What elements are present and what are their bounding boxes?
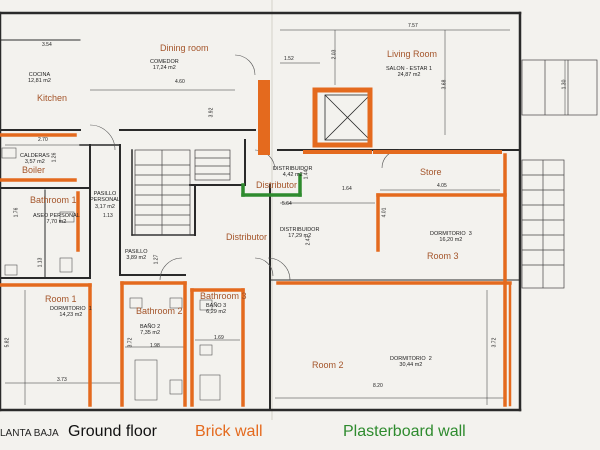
dimension: 1.27 bbox=[153, 254, 160, 265]
dimension: 1.52 bbox=[284, 56, 294, 62]
tag-salon: SALON - ESTAR 1 24,87 m2 bbox=[386, 66, 433, 79]
dimension: 2.70 bbox=[38, 137, 48, 143]
tag-pasillo: PASILLO 3,89 m2 bbox=[125, 249, 148, 262]
dimension: 2.03 bbox=[331, 49, 338, 60]
dimension: 8.20 bbox=[373, 383, 383, 389]
tag-bano-3: BAÑO 3 6,29 m2 bbox=[206, 303, 227, 316]
tag-dormitorio-3: DORMITORIO 3 16,20 m2 bbox=[430, 231, 472, 244]
dimension: 2.47 bbox=[305, 235, 312, 246]
dimension: 1.30 bbox=[561, 79, 568, 90]
tag-cocina: COCINA 12,81 m2 bbox=[28, 72, 51, 85]
legend-ground-floor: Ground floor bbox=[68, 423, 157, 440]
dimension: 1.13 bbox=[37, 257, 44, 268]
dimension: 1.69 bbox=[214, 335, 224, 341]
dimension: 5.64 bbox=[282, 201, 292, 207]
brick-wall-elevator bbox=[312, 87, 373, 148]
dimension: 4.05 bbox=[437, 183, 447, 189]
brick-walls bbox=[0, 80, 512, 407]
room-label-room1: Room 1 bbox=[45, 294, 77, 304]
room-label-living: Living Room bbox=[387, 49, 438, 59]
room-label-bathroom2: Bathroom 2 bbox=[136, 306, 183, 316]
plasterboard-walls bbox=[241, 173, 302, 197]
dimension: 1.44 bbox=[303, 169, 310, 180]
tag-aseo: ASEO PERSONAL 7,70 m2 bbox=[33, 213, 80, 226]
room-label-kitchen: Kitchen bbox=[37, 93, 68, 103]
tag-dormitorio-2: DORMITORIO 2 30,44 m2 bbox=[390, 356, 432, 369]
room-label-bathroom1: Bathroom 1 bbox=[30, 195, 77, 205]
tag-distribuidor-1: DISTRIBUIDOR 4,42 m2 bbox=[273, 166, 313, 179]
dimension: 3.92 bbox=[208, 107, 215, 118]
dimension: 4.60 bbox=[175, 79, 185, 85]
legend-brick-wall: Brick wall bbox=[195, 423, 263, 440]
room-label-distributor-top: Distributor bbox=[256, 180, 298, 190]
room-label-bathroom3: Bathroom 3 bbox=[200, 291, 247, 301]
dimension: 1.98 bbox=[150, 343, 160, 349]
room-label-dining: Dining room bbox=[160, 43, 209, 53]
legend-plasterboard-wall: Plasterboard wall bbox=[343, 423, 466, 440]
dimension: 3.73 bbox=[57, 377, 67, 383]
tag-calderas: CALDERAS 3,57 m2 bbox=[20, 153, 50, 166]
dimension: 3.54 bbox=[42, 42, 52, 48]
room-label-boiler: Boiler bbox=[22, 165, 46, 175]
room-label-store: Store bbox=[420, 167, 442, 177]
room-label-room3: Room 3 bbox=[427, 251, 459, 261]
tag-pasillo-personal: PASILLO PERSONAL 3,17 m2 bbox=[90, 191, 120, 210]
dimension: 3.72 bbox=[127, 337, 134, 348]
dimension: 7.57 bbox=[408, 23, 418, 29]
tag-comedor: COMEDOR 17,24 m2 bbox=[150, 59, 179, 72]
dimension: 1.26 bbox=[51, 152, 58, 163]
dimension: 5.82 bbox=[4, 337, 11, 348]
room-label-distributor-mid: Distributor bbox=[226, 232, 268, 242]
dimension-lines bbox=[5, 29, 566, 405]
tag-bano-2: BAÑO 2 7,35 m2 bbox=[140, 324, 161, 337]
dimension: 3.68 bbox=[441, 79, 448, 90]
dimension: 4.01 bbox=[381, 207, 388, 218]
dimension: 1.13 bbox=[103, 213, 113, 219]
tag-distribuidor-2: DISTRIBUIDOR 17,29 m2 bbox=[280, 227, 320, 240]
plan-level-label: LANTA BAJA bbox=[0, 428, 59, 439]
dimension: 1.76 bbox=[13, 207, 20, 218]
tag-dormitorio-1: DORMITORIO 1 14,23 m2 bbox=[50, 306, 92, 319]
dimension: 1.64 bbox=[342, 186, 352, 192]
dimension: 3.72 bbox=[491, 337, 498, 348]
stairs bbox=[134, 59, 598, 289]
room-label-room2: Room 2 bbox=[312, 360, 344, 370]
brick-wall-column bbox=[258, 80, 270, 155]
